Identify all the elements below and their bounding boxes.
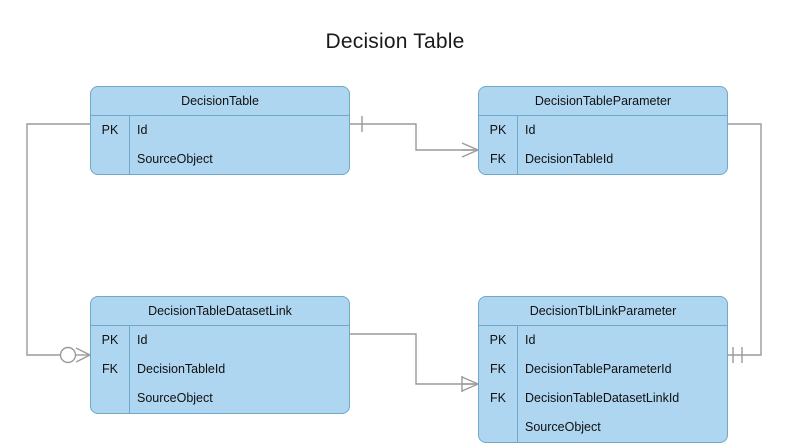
attribute-row[interactable]: PK Id [479,326,727,355]
attribute-list-decisiontableparameter: PK Id FK DecisionTableId [479,116,727,174]
entity-header-decisiontableparameter: DecisionTableParameter [479,87,727,116]
attribute-name: SourceObject [137,391,213,405]
attribute-row[interactable]: PK Id [91,326,349,355]
attribute-row[interactable]: SourceObject [91,145,349,174]
connector-decisiontable-to-decisiontableparameter [350,116,479,158]
attribute-key: PK [101,123,119,137]
key-column-divider [129,116,130,174]
attribute-name: DecisionTableId [137,362,226,376]
attribute-list-decisiontabledatasetlink: PK Id FK DecisionTableId SourceObject [91,326,349,413]
key-column-divider [517,116,518,174]
attribute-key: PK [101,333,119,347]
attribute-row[interactable]: PK Id [91,116,349,145]
entity-decisiontableparameter[interactable]: DecisionTableParameter PK Id FK Decision… [478,86,728,175]
attribute-name: DecisionTableDatasetLinkId [525,391,680,405]
attribute-name: Id [525,123,536,137]
attribute-name: Id [137,333,148,347]
entity-decisiontable[interactable]: DecisionTable PK Id SourceObject [90,86,350,175]
attribute-name: Id [137,123,148,137]
attribute-row[interactable]: FK DecisionTableId [479,145,727,174]
attribute-row[interactable]: SourceObject [479,413,727,442]
connector-decisiontable-to-decisiontabledatasetlink [26,123,91,364]
connector-decisiontableparameter-to-decisiontbllinkparameter [728,123,762,363]
attribute-row[interactable]: FK DecisionTableId [91,355,349,384]
attribute-key: PK [489,333,507,347]
entity-decisiontbllinkparameter[interactable]: DecisionTblLinkParameter PK Id FK Decisi… [478,296,728,443]
attribute-name: Id [525,333,536,347]
entity-header-decisiontable: DecisionTable [91,87,349,116]
attribute-row[interactable]: SourceObject [91,384,349,413]
attribute-name: DecisionTableParameterId [525,362,672,376]
attribute-key: FK [490,152,506,166]
key-column-divider [517,326,518,442]
attribute-list-decisiontbllinkparameter: PK Id FK DecisionTableParameterId FK Dec… [479,326,727,442]
attribute-row[interactable]: PK Id [479,116,727,145]
attribute-list-decisiontable: PK Id SourceObject [91,116,349,174]
entity-header-decisiontbllinkparameter: DecisionTblLinkParameter [479,297,727,326]
attribute-key: FK [102,362,118,376]
attribute-key: PK [489,123,507,137]
attribute-name: SourceObject [137,152,213,166]
entity-decisiontabledatasetlink[interactable]: DecisionTableDatasetLink PK Id FK Decisi… [90,296,350,414]
attribute-key: FK [490,391,506,405]
attribute-row[interactable]: FK DecisionTableDatasetLinkId [479,384,727,413]
attribute-key: FK [490,362,506,376]
attribute-row[interactable]: FK DecisionTableParameterId [479,355,727,384]
connector-decisiontabledatasetlink-to-decisiontbllinkparameter [350,333,479,392]
key-column-divider [129,326,130,413]
entity-header-decisiontabledatasetlink: DecisionTableDatasetLink [91,297,349,326]
page-title: Decision Table [325,30,465,53]
attribute-name: SourceObject [525,420,601,434]
attribute-name: DecisionTableId [525,152,614,166]
